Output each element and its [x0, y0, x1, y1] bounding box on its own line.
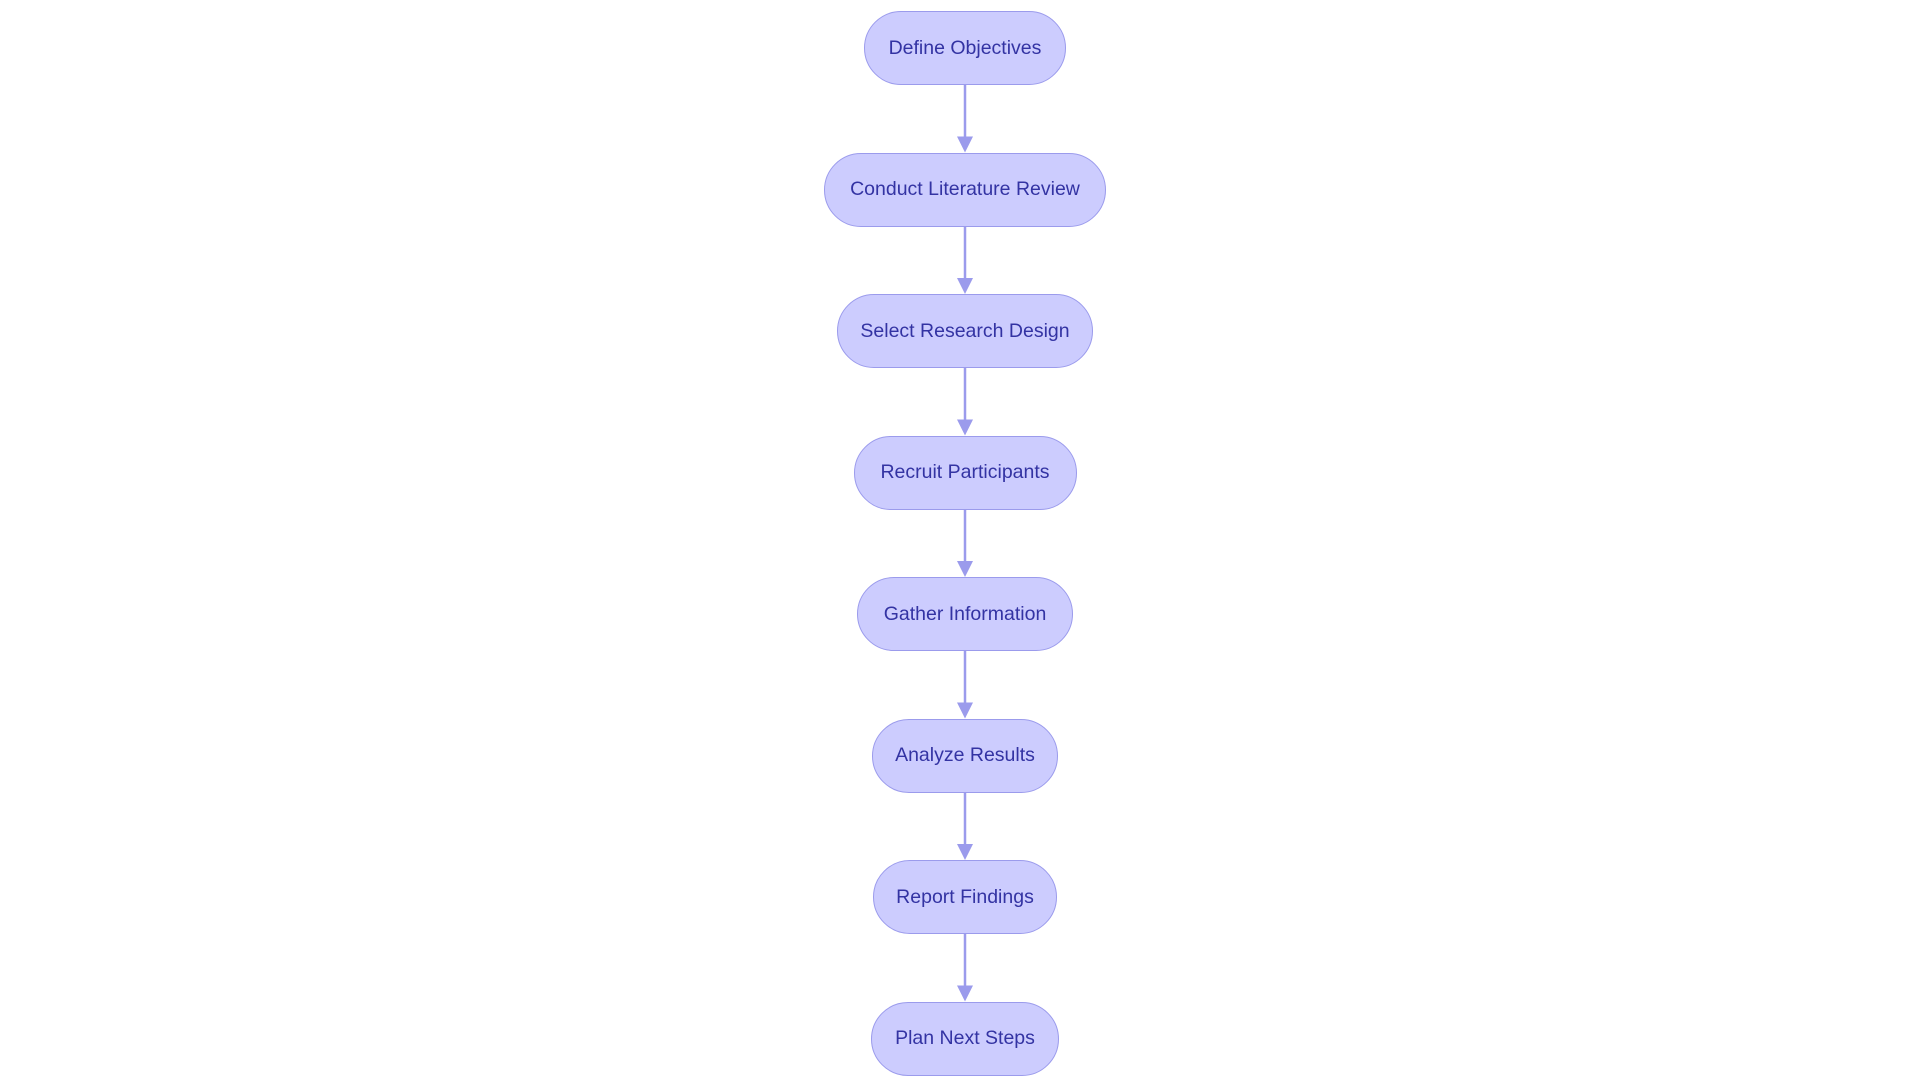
flow-edge-2 [957, 226, 973, 294]
flow-node-select-research-design: Select Research Design [837, 294, 1093, 368]
flow-node-define-objectives: Define Objectives [864, 11, 1066, 85]
flow-edge-3 [957, 368, 973, 436]
arrowhead-icon [957, 136, 973, 153]
arrowhead-icon [957, 419, 973, 436]
arrowhead-icon [957, 985, 973, 1002]
flow-edge-7 [957, 934, 973, 1002]
arrowhead-icon [957, 702, 973, 719]
arrowhead-icon [957, 278, 973, 294]
flow-node-plan-next-steps: Plan Next Steps [871, 1001, 1059, 1076]
arrowhead-icon [957, 844, 973, 860]
flow-node-recruit-participants: Recruit Participants [853, 435, 1077, 510]
arrowhead-icon [957, 561, 973, 577]
flow-node-gather-information: Gather Information [857, 577, 1073, 651]
flow-edge-6 [957, 792, 973, 860]
flow-node-report-findings: Report Findings [873, 860, 1057, 934]
flow-node-analyze-results: Analyze Results [872, 718, 1058, 793]
flow-edge-4 [957, 509, 973, 577]
flow-edge-5 [957, 651, 973, 719]
flow-node-conduct-literature-review: Conduct Literature Review [824, 152, 1106, 227]
flow-edge-1 [957, 85, 973, 153]
